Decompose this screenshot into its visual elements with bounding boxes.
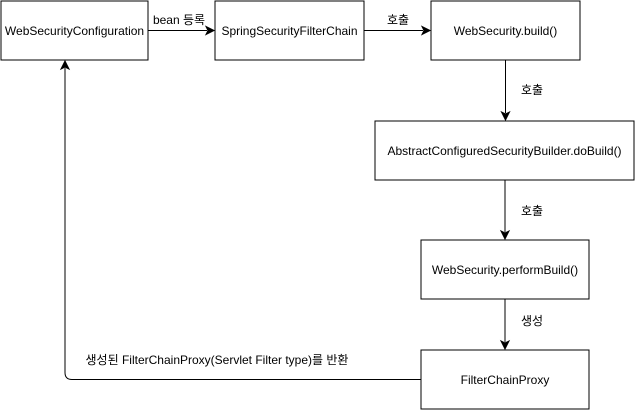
arrowhead [420,25,432,36]
node-web-security-configuration-label: WebSecurityConfiguration [5,24,144,38]
edge-call-3-label: 호출 [521,204,543,218]
edge-call-2 [500,60,511,122]
arrowhead [499,339,511,351]
node-abstract-configured-security-builder-label: AbstractConfiguredSecurityBuilder.doBuil… [387,144,621,158]
edge-call-1 [364,25,432,36]
arrowhead [500,110,511,122]
node-web-security-build-label: WebSecurity.build() [454,24,558,38]
edge-call-1-label: 호출 [387,13,409,27]
arrowhead [204,25,216,36]
node-web-security-configuration: WebSecurityConfiguration [0,0,149,61]
arrowhead [499,229,511,241]
edge-bean-register [148,25,216,36]
node-web-security-perform-build-label: WebSecurity.performBuild() [432,263,578,277]
edge-call-3 [499,180,511,241]
edge-call-2-label: 호출 [521,83,543,97]
edge-return-label: 생성된 FilterChainProxy(Servlet Filter type… [86,353,349,367]
arrowhead [59,59,71,71]
node-web-security-perform-build: WebSecurity.performBuild() [420,239,590,300]
edge-bean-register-label: bean 등록 [153,13,205,27]
edge-create-label: 생성 [521,314,543,328]
edge-return [59,59,421,380]
node-filter-chain-proxy: FilterChainProxy [420,349,590,410]
node-spring-security-filter-chain: SpringSecurityFilterChain [214,0,365,61]
node-abstract-configured-security-builder: AbstractConfiguredSecurityBuilder.doBuil… [374,120,635,181]
node-filter-chain-proxy-label: FilterChainProxy [461,373,550,387]
node-web-security-build: WebSecurity.build() [430,0,581,61]
node-spring-security-filter-chain-label: SpringSecurityFilterChain [221,24,357,38]
edge-create [499,299,511,351]
